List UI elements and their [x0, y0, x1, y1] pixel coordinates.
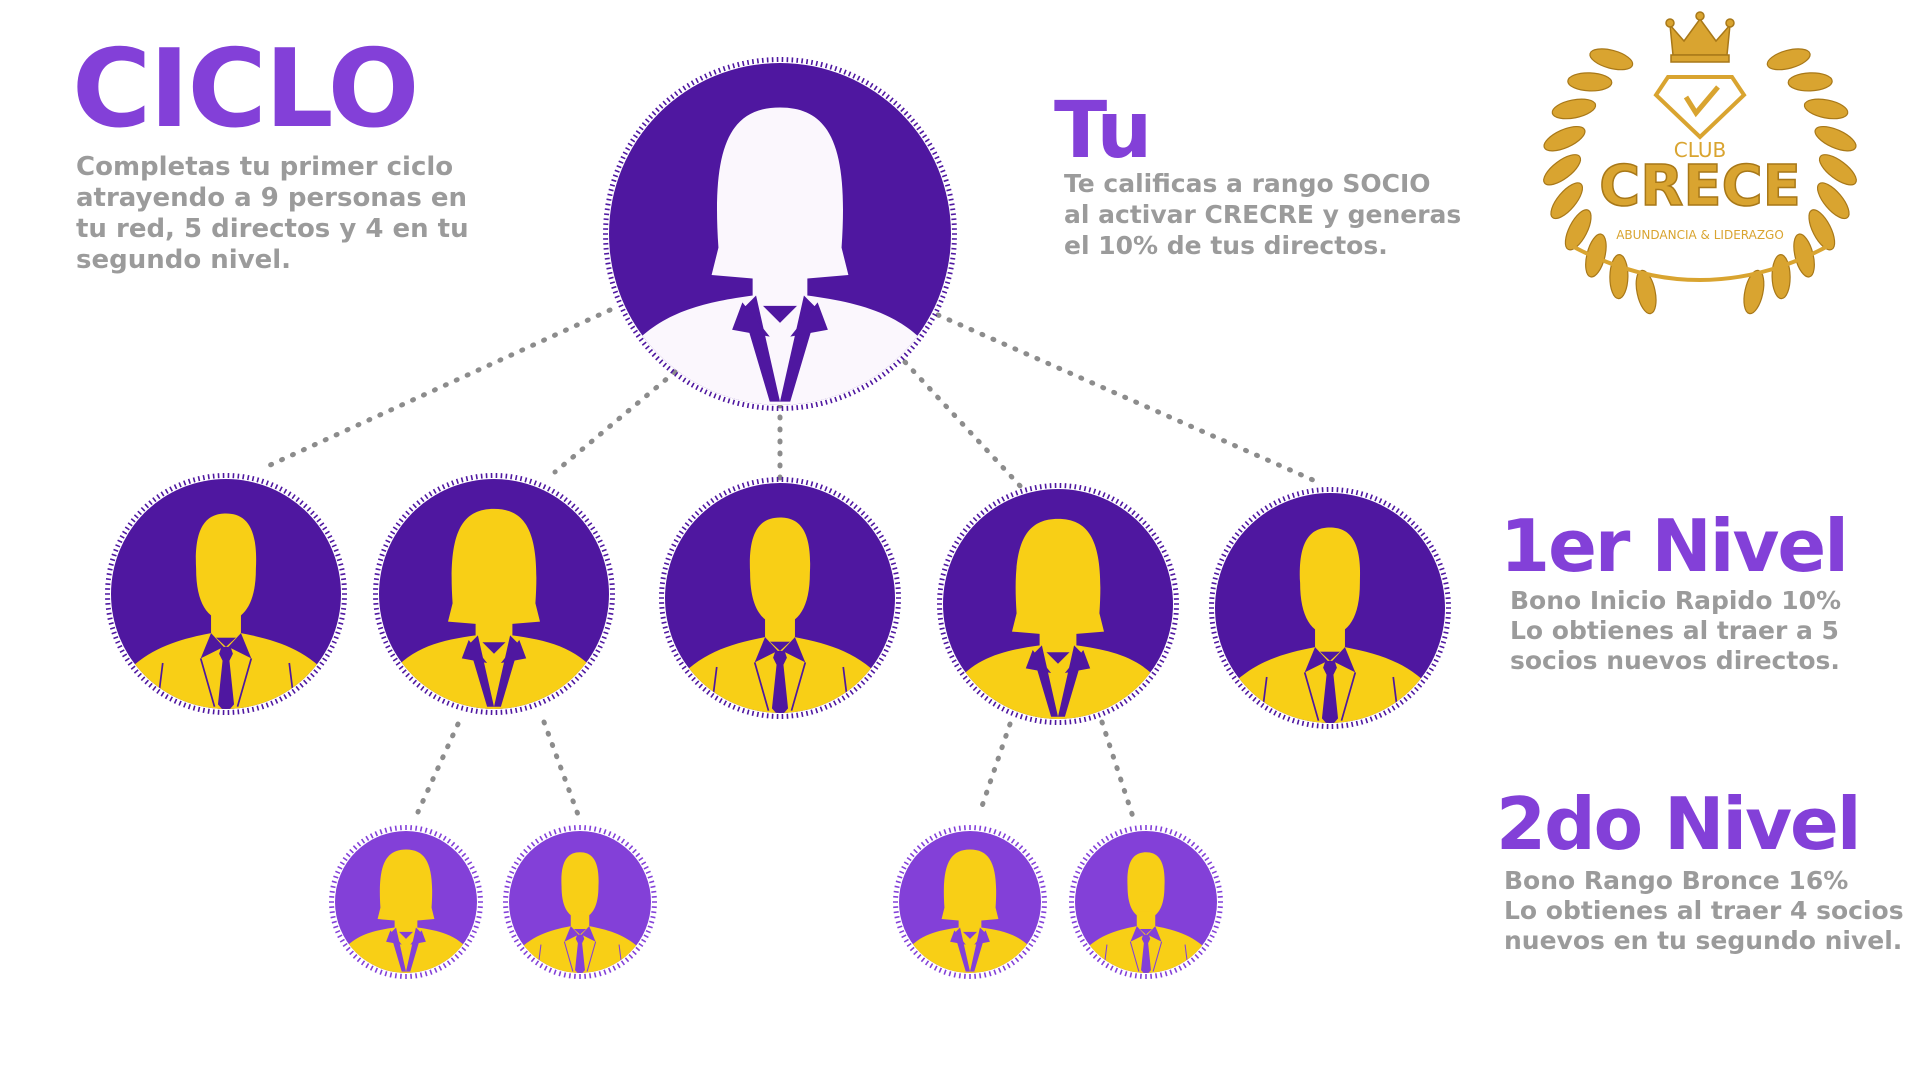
nivel2-line: Bono Rango Bronce 16% — [1504, 866, 1849, 895]
nivel1-line: Lo obtienes al traer a 5 — [1510, 616, 1839, 645]
ciclo-line: segundo nivel. — [76, 245, 292, 275]
root-node-you — [603, 56, 957, 412]
tu-title: Tu — [1054, 86, 1152, 176]
level2-node-3 — [1069, 825, 1223, 979]
club-crece-logo: CLUB CRECE ABUNDANCIA & LIDERAZGO — [1543, 11, 1857, 315]
tu-description: Te calificas a rango SOCIO al activar CR… — [1064, 168, 1461, 261]
tu-line: Te calificas a rango SOCIO — [1064, 169, 1431, 198]
nivel2-title: 2do Nivel — [1496, 782, 1862, 866]
ciclo-line: tu red, 5 directos y 4 en tu — [76, 214, 469, 244]
connector-root-l1-1 — [552, 369, 678, 475]
logo-name-text: CRECE — [1599, 154, 1801, 219]
level2-node-1 — [503, 825, 657, 979]
connector-l1-3-l2-2 — [977, 721, 1013, 815]
level1-node-3 — [937, 482, 1179, 726]
connector-l1-3-l2-3 — [1099, 719, 1137, 823]
ciclo-line: Completas tu primer ciclo — [76, 152, 454, 182]
level1-node-4 — [1209, 486, 1451, 730]
logo-tagline-text: ABUNDANCIA & LIDERAZGO — [1616, 228, 1784, 242]
level1-node-1 — [373, 472, 615, 716]
nivel1-line: Bono Inicio Rapido 10% — [1510, 586, 1842, 615]
level1-node-2 — [659, 476, 901, 720]
crown-icon — [1665, 11, 1735, 63]
nivel2-description: Bono Rango Bronce 16% Lo obtienes al tra… — [1504, 866, 1904, 956]
connector-l1-1-l2-1 — [541, 719, 583, 823]
nivel2-line: nuevos en tu segundo nivel. — [1504, 926, 1903, 955]
ciclo-title: CICLO — [72, 27, 419, 152]
ciclo-description: Completas tu primer ciclo atrayendo a 9 … — [76, 152, 469, 276]
connector-root-l1-4 — [935, 312, 1325, 487]
connectors — [265, 307, 1325, 823]
connector-l1-1-l2-0 — [415, 721, 461, 815]
tu-line: el 10% de tus directos. — [1064, 231, 1388, 260]
diamond-icon — [1653, 75, 1747, 140]
level1-node-0 — [105, 472, 347, 716]
level2-node-0 — [329, 825, 483, 979]
tu-line: al activar CRECRE y generas — [1064, 200, 1462, 229]
nivel1-line: socios nuevos directos. — [1510, 646, 1840, 675]
nivel1-title: 1er Nivel — [1500, 504, 1849, 588]
connector-root-l1-3 — [902, 359, 1025, 491]
laurel-wreath-icon — [1543, 48, 1857, 315]
ciclo-line: atrayendo a 9 personas en — [76, 183, 468, 213]
logo-club-text: CLUB — [1674, 138, 1726, 162]
nivel1-description: Bono Inicio Rapido 10% Lo obtienes al tr… — [1510, 586, 1841, 676]
connector-root-l1-0 — [265, 307, 613, 469]
level2-node-2 — [893, 825, 1047, 979]
nivel2-line: Lo obtienes al traer 4 socios — [1504, 896, 1904, 925]
